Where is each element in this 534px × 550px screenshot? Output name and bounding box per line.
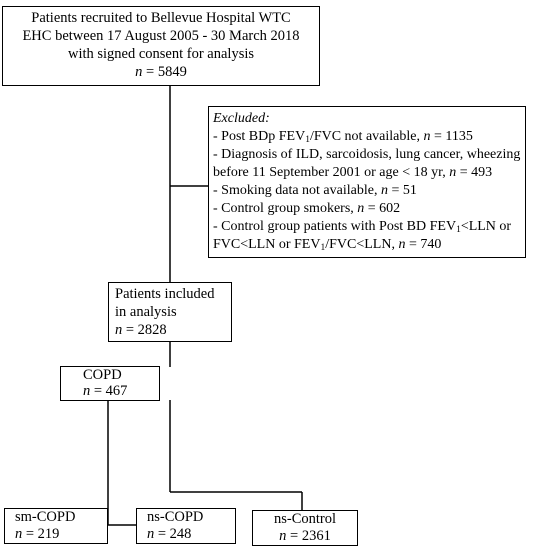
- excluded-box: Excluded: - Post BDp FEV1/FVC not availa…: [208, 106, 526, 258]
- excluded-item-fev1-fvc: - Post BDp FEV1/FVC not available, n = 1…: [213, 129, 473, 145]
- excluded-item-smoking-data: - Smoking data not available, n = 51: [213, 183, 417, 198]
- included-box: Patients included in analysis n = 2828: [108, 282, 232, 342]
- excluded-item-diagnosis-line2: before 11 September 2001 or age < 18 yr,…: [213, 165, 493, 180]
- recruited-count: n = 5849: [135, 64, 187, 80]
- ns-control-label: ns-Control: [273, 511, 337, 527]
- excluded-item-control-smokers: - Control group smokers, n = 602: [213, 201, 401, 216]
- ns-control-count: n = 2361: [279, 528, 331, 544]
- included-count: n = 2828: [115, 322, 167, 338]
- copd-count: n = 467: [83, 383, 128, 399]
- recruited-line2: EHC between 17 August 2005 - 30 March 20…: [22, 28, 300, 44]
- ns-control-box: ns-Control n = 2361: [252, 510, 358, 546]
- copd-box: COPD n = 467: [60, 366, 160, 401]
- sm-copd-label: sm-COPD: [15, 509, 76, 525]
- recruited-line3: with signed consent for analysis: [67, 46, 255, 62]
- included-line2: in analysis: [115, 304, 177, 320]
- copd-label: COPD: [83, 367, 122, 383]
- sm-copd-count: n = 219: [15, 526, 60, 542]
- ns-copd-label: ns-COPD: [147, 509, 204, 525]
- sm-copd-box: sm-COPD n = 219: [4, 508, 108, 544]
- excluded-title: Excluded:: [213, 111, 270, 126]
- ns-copd-box: ns-COPD n = 248: [136, 508, 236, 544]
- recruited-box: Patients recruited to Bellevue Hospital …: [2, 6, 320, 86]
- recruited-line1: Patients recruited to Bellevue Hospital …: [31, 10, 291, 26]
- excluded-item-control-lln-line2: FVC<LLN or FEV1/FVC<LLN, n = 740: [213, 237, 442, 253]
- excluded-item-diagnosis-line1: - Diagnosis of ILD, sarcoidosis, lung ca…: [213, 147, 521, 162]
- ns-copd-count: n = 248: [147, 526, 192, 542]
- included-line1: Patients included: [115, 286, 215, 302]
- excluded-item-control-lln-line1: - Control group patients with Post BD FE…: [213, 219, 512, 235]
